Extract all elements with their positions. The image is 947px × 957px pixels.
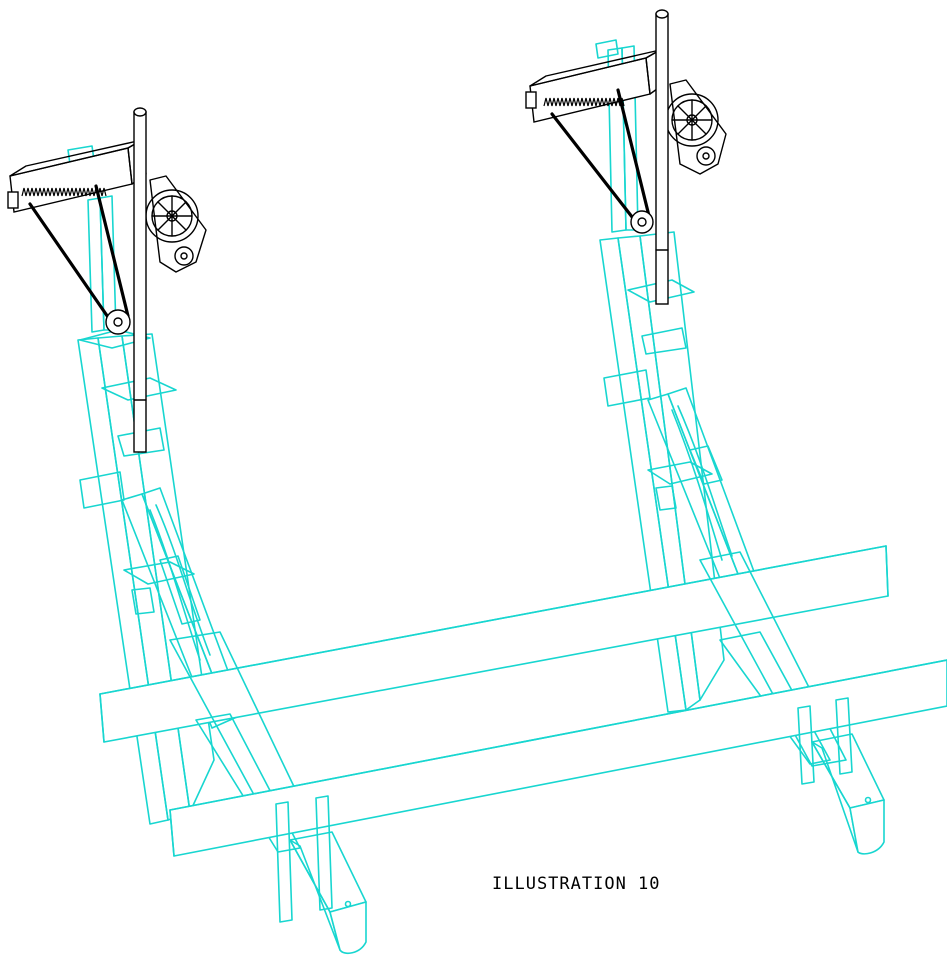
left-post [133,111,147,453]
upper-cross-beam [99,545,889,743]
right-front-foot [797,697,885,855]
figure-caption: ILLUSTRATION 10 [492,874,661,894]
left-winch-assembly [7,107,207,453]
left-spring-coil [21,187,107,197]
right-winch-assembly [525,9,727,305]
right-spring-coil [543,97,625,107]
right-post [655,13,669,305]
lower-cross-beam [169,659,947,857]
left-front-foot [275,795,367,955]
